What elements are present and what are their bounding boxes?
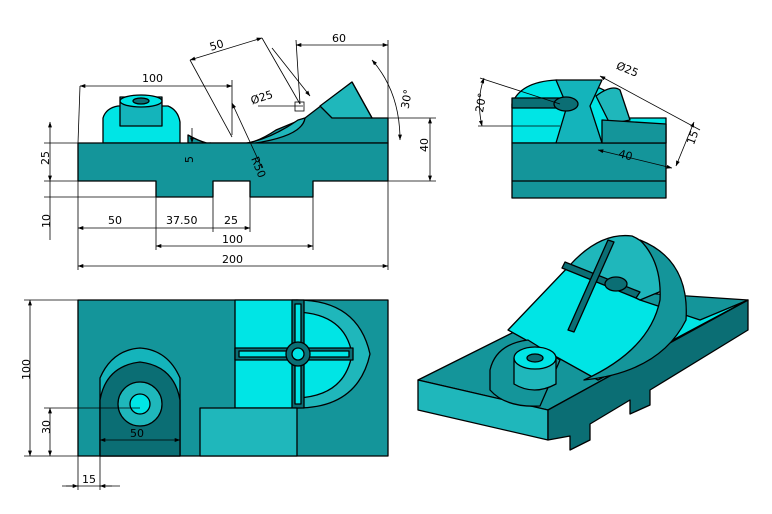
dim-side-40: 40: [617, 147, 634, 163]
side-chamfer: [601, 119, 667, 144]
side-pipe: [595, 87, 631, 125]
dim-front-200: 200: [222, 253, 243, 266]
dim-side-15: 15: [684, 129, 701, 147]
dim-top-100: 100: [20, 359, 33, 380]
dim-top-15: 15: [82, 473, 96, 486]
top-boss-hole: [129, 393, 151, 415]
top-dimensions: 100 30 50 15: [20, 299, 181, 490]
dim-front-50: 50: [208, 37, 225, 54]
iso-boss-hole: [526, 353, 544, 363]
dim-front-30deg: 30°: [399, 88, 415, 109]
dim-front-10: 10: [40, 214, 53, 228]
dim-top-50: 50: [130, 427, 144, 440]
isometric-view: [417, 234, 749, 451]
front-view: 100 50 60 Ø25 30° 25: [39, 32, 436, 270]
top-view: 100 30 50 15: [20, 299, 389, 490]
dim-front-40: 40: [418, 138, 431, 152]
side-view: Ø25 20° 15 40: [473, 59, 701, 199]
top-lower-block: [199, 407, 298, 457]
dim-front-100b: 100: [222, 233, 243, 246]
side-slot-band: [511, 97, 561, 109]
dim-top-30: 30: [40, 420, 53, 434]
iso-half-disk: [583, 239, 687, 381]
dim-front-50b: 50: [108, 214, 122, 227]
side-hole: [553, 96, 579, 112]
front-base: [77, 142, 389, 198]
dim-side-phi25: Ø25: [614, 59, 640, 80]
dim-front-25b: 25: [224, 214, 238, 227]
dim-front-25: 25: [39, 151, 52, 165]
front-boss-hole: [132, 97, 150, 105]
dim-front-5: 5: [183, 156, 196, 163]
side-base: [511, 142, 667, 199]
iso-base-right-face: [547, 299, 749, 451]
dim-front-37-50: 37.50: [166, 214, 198, 227]
iso-cross-slot-b: [567, 239, 615, 333]
dim-front-phi25: Ø25: [249, 88, 275, 107]
front-incline-face: [319, 81, 373, 119]
front-dimensions: 100 50 60 Ø25 30° 25: [39, 32, 436, 270]
dim-front-100: 100: [142, 72, 163, 85]
dim-front-60: 60: [332, 32, 346, 45]
dim-side-20deg: 20°: [473, 92, 489, 113]
iso-center-hole: [604, 276, 628, 292]
